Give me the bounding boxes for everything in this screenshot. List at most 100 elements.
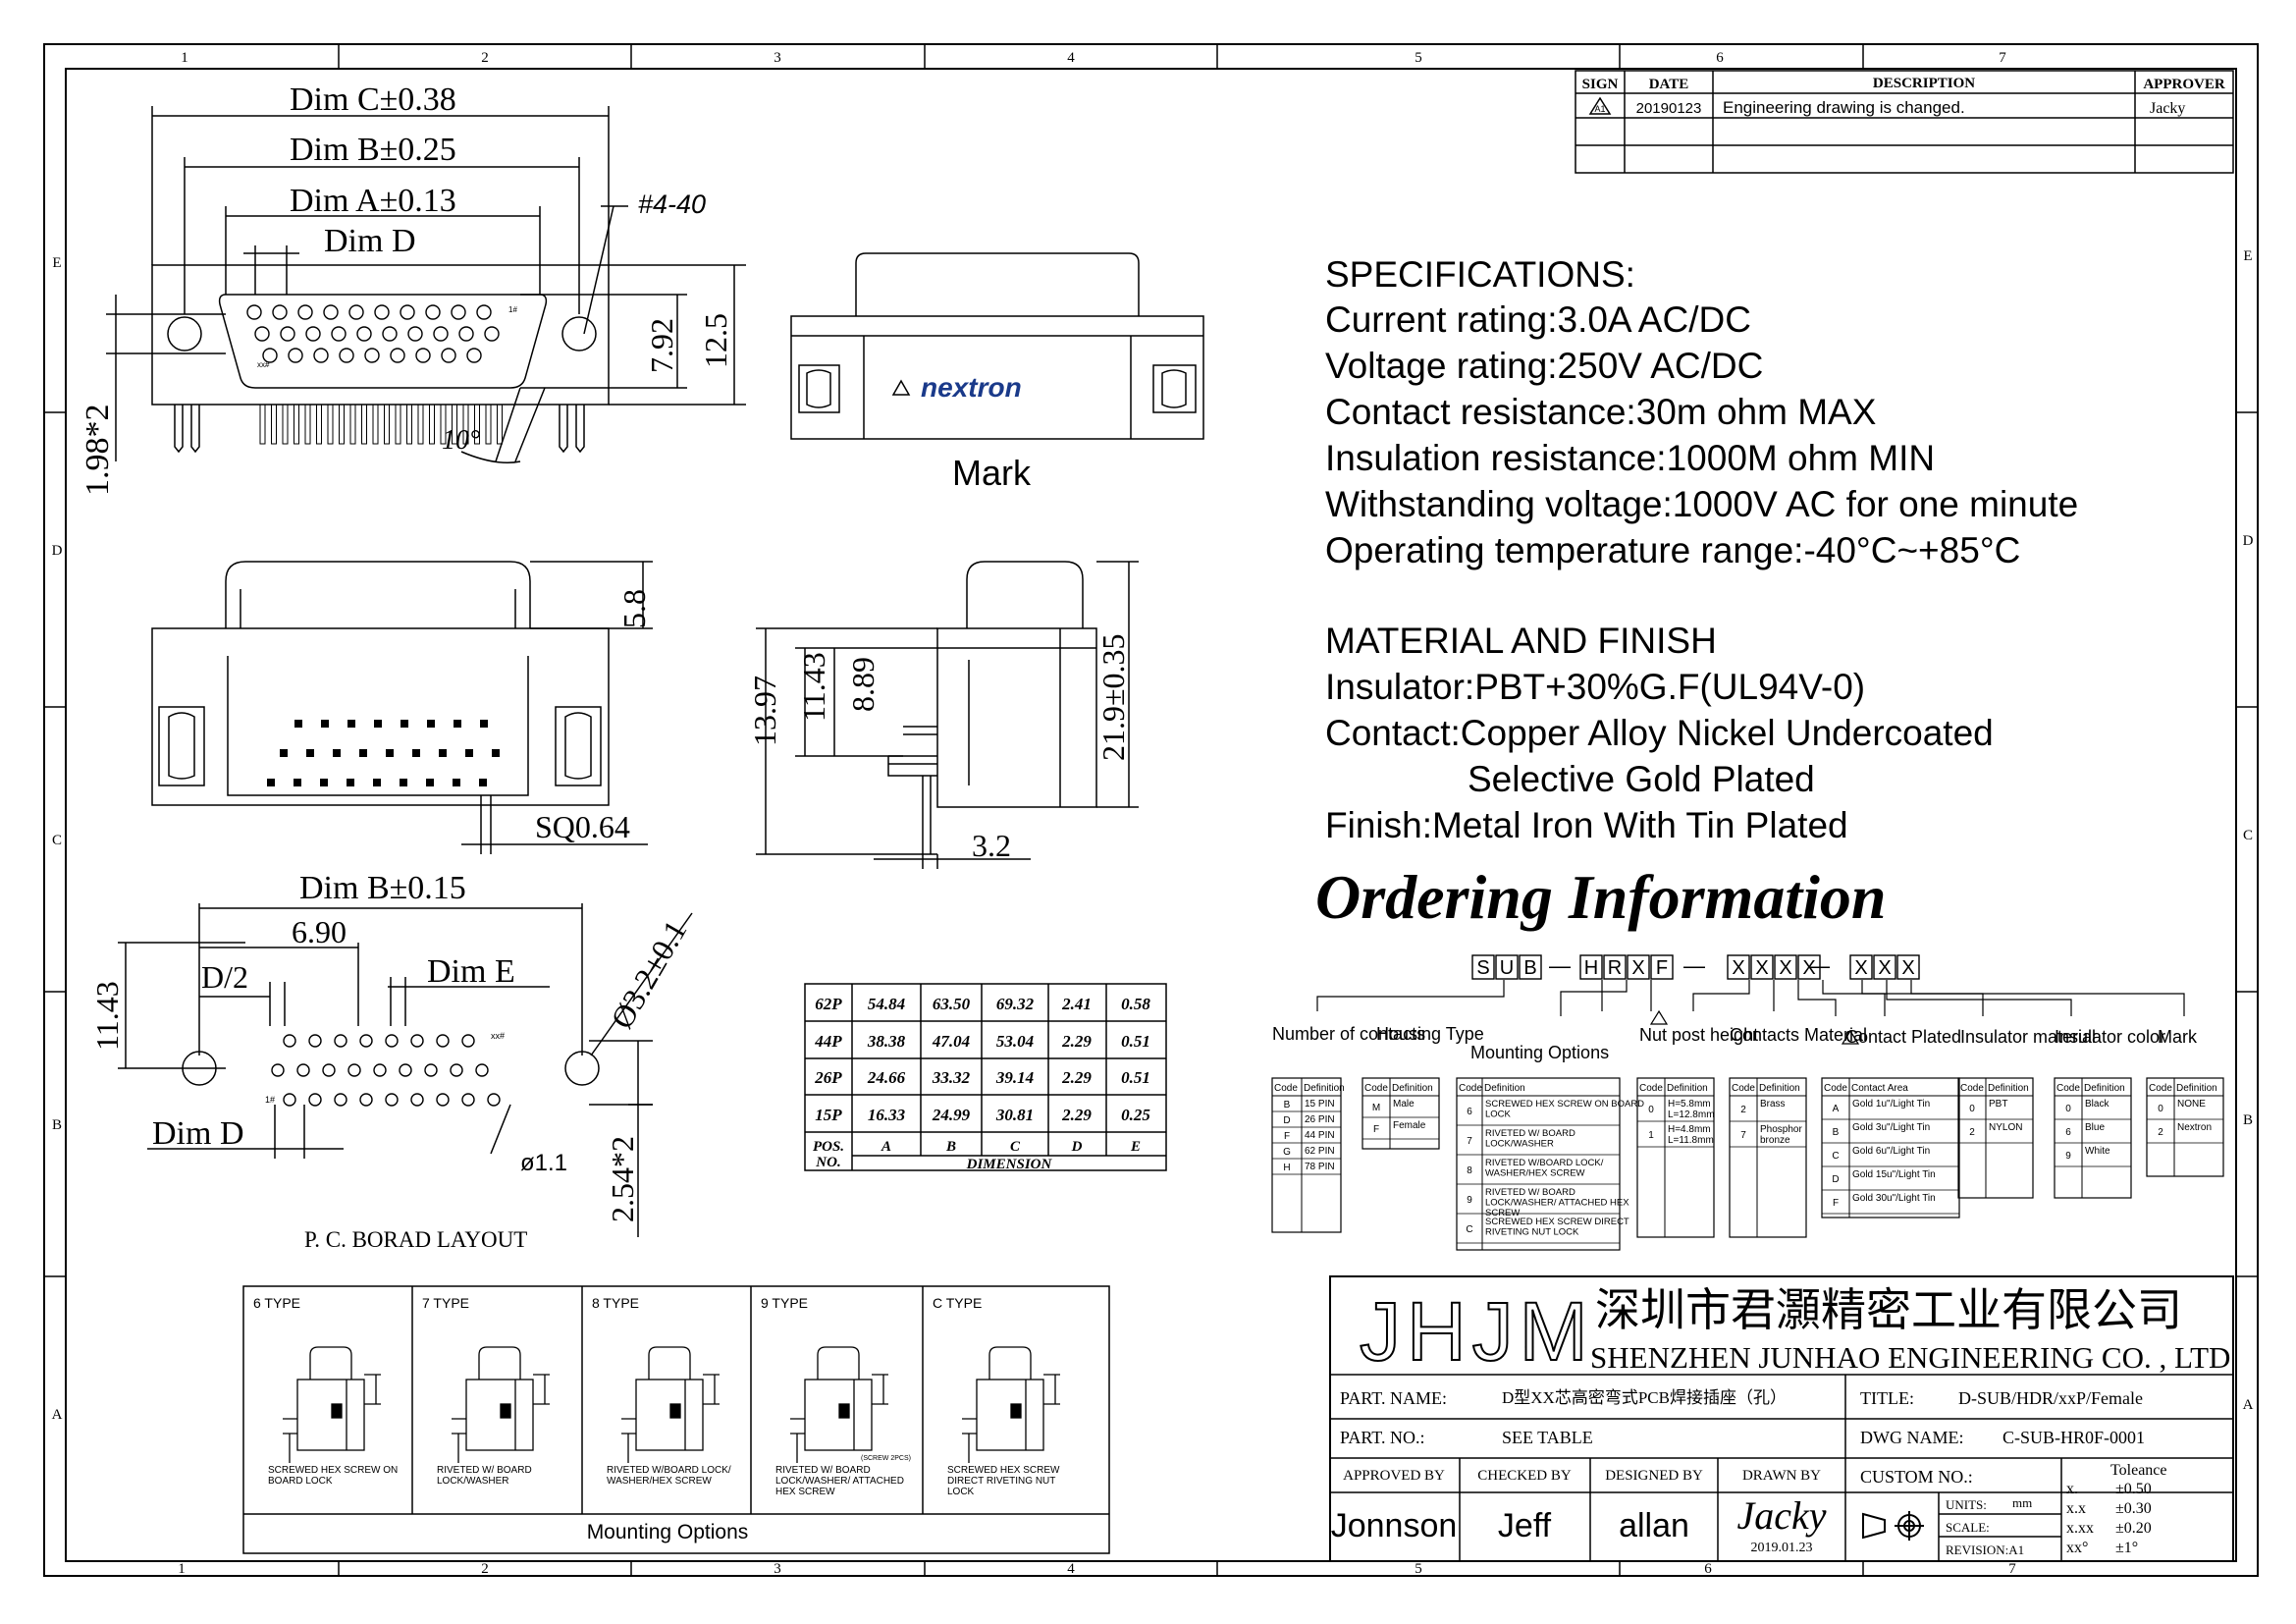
row-label: C: [2243, 828, 2253, 843]
dim-table-cell: 24.99: [932, 1106, 971, 1124]
order-table-code-header: Code: [1364, 1083, 1388, 1094]
dim-a-label: Dim A±0.13: [290, 183, 456, 219]
dim-table-cell: 30.81: [995, 1106, 1034, 1124]
material-line: Selective Gold Plated: [1468, 759, 1815, 799]
order-table-code-header: Code: [1732, 1083, 1755, 1094]
mount-type-name: 8 TYPE: [592, 1295, 639, 1311]
dim-table-cell: 39.14: [995, 1068, 1034, 1087]
solder-leg: [339, 404, 345, 445]
mount-type-drawing: [790, 1346, 888, 1463]
spec-title: SPECIFICATIONS:: [1325, 254, 1635, 295]
part-name-value: D型XX芯高密弯式PCB焊接插座（孔）: [1502, 1388, 1787, 1407]
order-definition: NYLON: [1989, 1122, 2022, 1133]
solder-leg: [429, 404, 435, 445]
pin-square: [439, 749, 447, 757]
row-label: C: [52, 833, 62, 848]
scale-label: SCALE:: [1946, 1520, 1990, 1535]
mount-type-drawing: [452, 1346, 550, 1463]
pin-square: [280, 749, 288, 757]
mount-type-caption: RIVETED W/BOARD LOCK/: [607, 1465, 731, 1476]
pin-square: [306, 749, 314, 757]
front-view-labels: Dim C±0.38 Dim B±0.25 Dim A±0.13 Dim D #…: [80, 81, 733, 496]
connector-pin: [246, 304, 262, 320]
order-table: [1729, 1077, 1807, 1238]
pcb-spacing-label: 2.54*2: [605, 1136, 640, 1222]
height-792-label: 7.92: [644, 318, 679, 373]
code-box: [1774, 954, 1797, 980]
checked-label: CHECKED BY: [1477, 1468, 1572, 1484]
order-table-code-header: Code: [1960, 1083, 1984, 1094]
pcb-d2-label: D/2: [201, 959, 248, 995]
dim-table-cell: 24.66: [867, 1068, 906, 1087]
tol-key: x.: [2066, 1481, 2078, 1497]
pin-square: [267, 779, 275, 786]
drawn-signature: Jacky: [1736, 1493, 1826, 1538]
bottom-pins: [267, 720, 500, 786]
dim-table-cell: 2.29: [1061, 1106, 1092, 1124]
order-definition: RIVETED W/ BOARD: [1485, 1187, 1575, 1198]
pcb-layout-title: P. C. BORAD LAYOUT: [304, 1227, 527, 1252]
pin-square: [454, 720, 461, 728]
order-definition: PBT: [1989, 1099, 2007, 1110]
mounting-options-title: Mounting Options: [587, 1521, 749, 1543]
label-mark: Mark: [2158, 1027, 2198, 1047]
spec-line: Current rating:3.0A AC/DC: [1325, 299, 1751, 340]
solder-leg: [259, 404, 266, 445]
specifications: SPECIFICATIONS: Current rating:3.0A AC/D…: [1325, 254, 2078, 845]
connector-pin: [390, 348, 405, 363]
code-box: [1797, 954, 1821, 980]
order-code: 0: [1969, 1104, 1975, 1114]
dim-table-cell: 0.51: [1121, 1032, 1150, 1051]
sq-label: SQ0.64: [535, 809, 630, 844]
col-label-bottom: 7: [2008, 1561, 2016, 1577]
mount-type-caption: SCREWED HEX SCREW ON: [268, 1465, 398, 1476]
code-char: X: [1631, 957, 1644, 979]
connector-pin: [374, 304, 390, 320]
order-code: 6: [1467, 1107, 1472, 1117]
code-box: [1750, 954, 1774, 980]
order-definition: LOCK: [1485, 1110, 1512, 1120]
mount-type-name: 6 TYPE: [253, 1295, 300, 1311]
connector-pin: [484, 326, 500, 342]
pcb-hole: [385, 1093, 399, 1107]
mount-type-caption: HEX SCREW: [775, 1487, 835, 1497]
solder-leg: [304, 404, 311, 445]
order-definition: LOCK/WASHER/ ATTACHED HEX: [1485, 1198, 1629, 1209]
pin-square: [333, 749, 341, 757]
dim-col-e: E: [1130, 1139, 1141, 1155]
order-table-def-header: Definition: [1304, 1083, 1345, 1094]
drawn-date: 2019.01.23: [1751, 1541, 1813, 1555]
pcb-hole: [385, 1034, 399, 1048]
mount-type-caption: SCREWED HEX SCREW: [947, 1465, 1060, 1476]
pin-square: [400, 720, 408, 728]
code-char: H: [1584, 957, 1598, 979]
solder-leg: [384, 404, 390, 445]
order-code: 0: [1648, 1105, 1654, 1115]
no-label: NO.: [815, 1155, 840, 1170]
col-label-bottom: 3: [774, 1561, 781, 1577]
pcb-hole-label: Ø3.2±0.1: [604, 914, 694, 1035]
dim-table-cell: 0.51: [1121, 1068, 1150, 1087]
company-cn: 深圳市君灝精密工业有限公司: [1595, 1285, 2182, 1335]
pcb-dim-b-label: Dim B±0.15: [299, 870, 466, 906]
connector-pin: [441, 348, 456, 363]
title-block: JHJM 深圳市君灝精密工业有限公司 SHENZHEN JUNHAO ENGIN…: [1329, 1275, 2234, 1562]
pcb-hole: [283, 1093, 296, 1107]
order-table-def-header: Contact Area: [1851, 1083, 1908, 1094]
pin-square: [359, 749, 367, 757]
tol-key: xx°: [2066, 1540, 2088, 1556]
front-view: [106, 106, 746, 463]
col-label-top: 2: [481, 50, 489, 66]
pcb-hole: [373, 1063, 387, 1077]
part-no-label: PART. NO.:: [1340, 1428, 1424, 1447]
order-definition: H=4.8mm: [1668, 1124, 1711, 1135]
pcb-hole: [296, 1063, 310, 1077]
code-box: [1471, 954, 1495, 980]
mount-type-drawing: [962, 1346, 1060, 1463]
solder-leg: [271, 404, 277, 445]
label-insulator-material: Insulator material: [1960, 1027, 2096, 1047]
connector-pin: [407, 326, 423, 342]
